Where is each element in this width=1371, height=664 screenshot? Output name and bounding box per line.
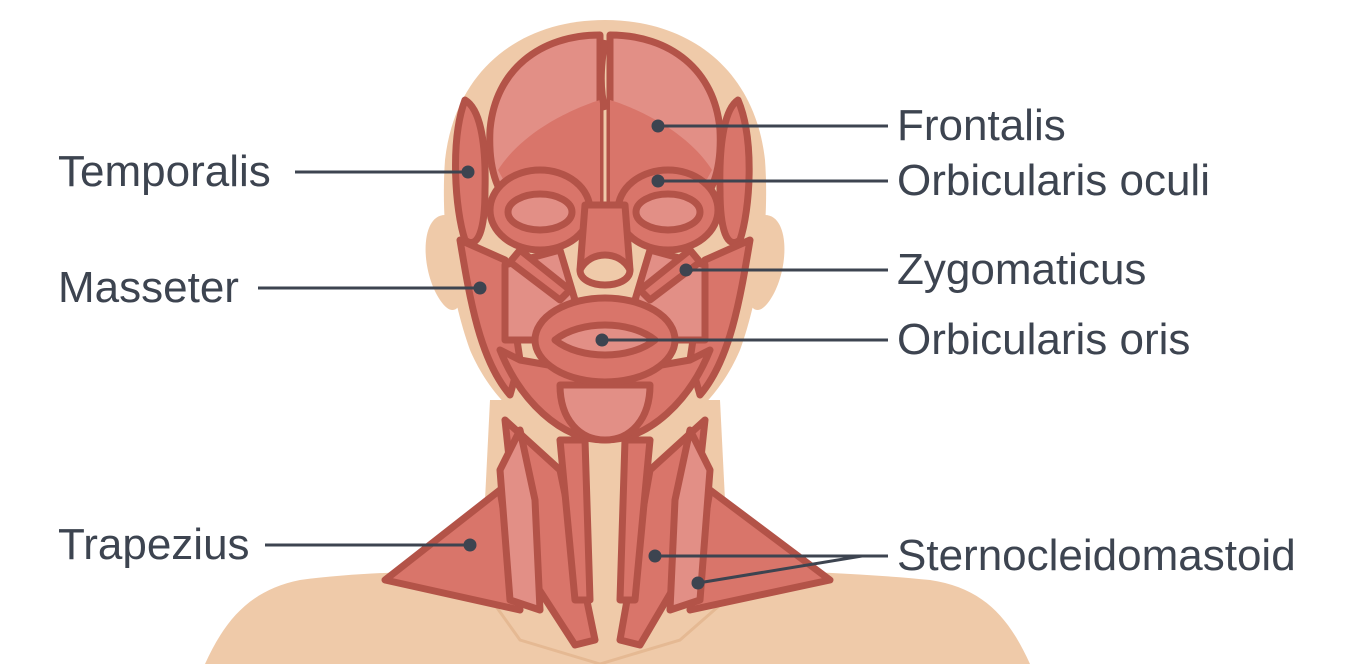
shoulders: [205, 568, 1030, 664]
label-temporalis: Temporalis: [58, 147, 271, 196]
face-muscles: [452, 31, 754, 444]
label-masseter: Masseter: [58, 263, 239, 312]
label-frontalis: Frontalis: [897, 101, 1066, 150]
neck-muscles: [381, 416, 834, 649]
leader-lines: [258, 119, 888, 590]
label-sternocleidomastoid: Sternocleidomastoid: [897, 531, 1296, 580]
label-orbicularis-oculi: Orbicularis oculi: [897, 156, 1210, 205]
label-orbicularis-oris: Orbicularis oris: [897, 315, 1191, 364]
label-trapezius: Trapezius: [58, 520, 250, 569]
leader-sternocleidomastoid-b: [697, 554, 863, 585]
label-zygomaticus: Zygomaticus: [897, 245, 1147, 294]
